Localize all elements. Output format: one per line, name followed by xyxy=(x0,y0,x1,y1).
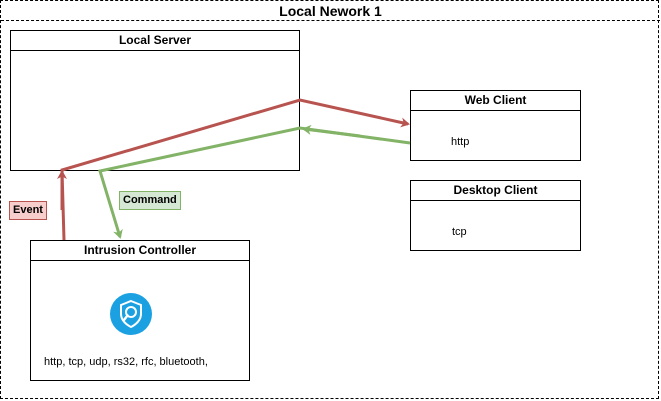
desktop-client-title: Desktop Client xyxy=(411,181,580,201)
shield-search-icon xyxy=(110,293,152,335)
web-client-node[interactable]: Web Client http xyxy=(410,90,581,161)
intrusion-controller-title: Intrusion Controller xyxy=(31,241,249,261)
event-label: Event xyxy=(9,201,47,220)
web-client-title: Web Client xyxy=(411,91,580,111)
local-server-title: Local Server xyxy=(11,31,299,51)
desktop-client-node[interactable]: Desktop Client tcp xyxy=(410,180,581,251)
web-client-protocol: http xyxy=(451,136,470,148)
network-title: Local Nework 1 xyxy=(1,1,660,21)
intrusion-controller-protocols: http, tcp, udp, rs32, rfc, bluetooth, xyxy=(44,356,208,368)
desktop-client-protocol: tcp xyxy=(452,226,467,238)
command-label: Command xyxy=(119,191,181,210)
intrusion-controller-node[interactable]: Intrusion Controller http, tcp, udp, rs3… xyxy=(30,240,250,381)
local-server-node[interactable]: Local Server xyxy=(10,30,300,171)
